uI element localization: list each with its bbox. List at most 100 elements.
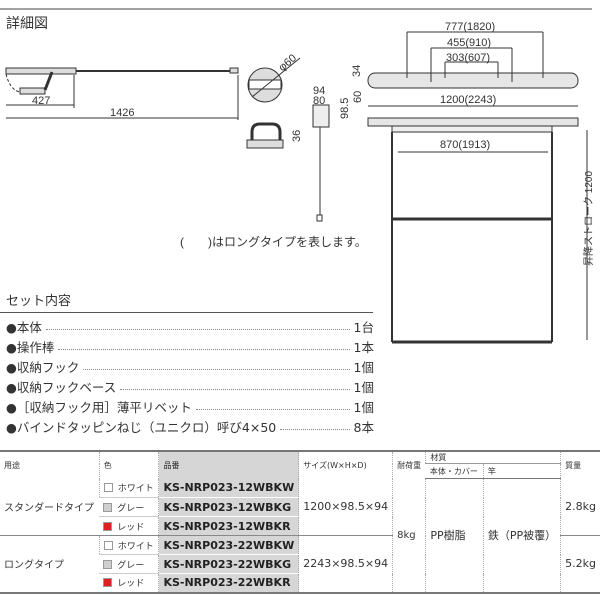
color-swatch [103,540,113,550]
color-swatch [103,502,113,512]
cell-use: スタンダードタイプ [0,478,100,536]
cell-weight: 5.2kg [560,535,600,593]
set-item-name: ●バインドタッピンねじ（ユニクロ）呼び4×50 [6,419,277,435]
dim-870: 870(1913) [440,139,490,151]
cell-size: 1200×98.5×94 [298,478,393,536]
dim-36: 36 [291,130,303,142]
dim-34: 34 [351,65,363,77]
set-item: ●収納フックベース 1個 [6,377,374,395]
color-label: レッド [117,522,145,533]
leader-dots [83,362,350,370]
leader-dots [280,422,350,430]
color-swatch [103,559,113,569]
long-type-note: ( )はロングタイプを表します。 [180,235,367,249]
side-view-figure: 94 80 34 60 98.5 [312,65,364,222]
front-view-lower [391,290,588,344]
top-view-figure: 777(1820) 455(910) 303(607) 1200(2243) [367,21,579,107]
cell-color: グレー [99,554,159,574]
color-swatch [103,483,113,493]
set-item-qty: 1本 [353,339,374,355]
leader-dots [120,382,350,390]
dim-1200: 1200(2243) [440,94,496,106]
cell-part-number: KS-NRP023-22WBKW [158,535,299,555]
detail-drawing: 詳細図 427 1426 φ60 36 94 80 34 60 98.5 ( )… [0,8,595,290]
header-weight: 質量 [560,451,600,479]
cell-color: グレー [99,497,159,517]
set-item-qty: 1個 [353,399,374,415]
leader-dots [58,342,350,350]
cell-color: ホワイト [98,535,159,555]
dim-303: 303(607) [446,52,490,64]
color-label: グレー [117,560,145,571]
cell-color: レッド [99,516,159,536]
table-row: グレー KS-NRP023-12WBKG [0,497,600,517]
set-item-name: ●操作棒 [6,339,55,355]
dim-427: 427 [32,95,50,107]
color-label: ホワイト [117,541,154,552]
header-part: 品番 [158,451,299,479]
cell-part-number: KS-NRP023-22WBKR [158,573,299,593]
cell-size: 2243×98.5×94 [298,535,393,593]
dim-455: 455(910) [447,37,491,49]
dim-phi60: φ60 [276,52,299,74]
dim-94: 94 [313,85,325,97]
color-label: ホワイト [117,484,154,495]
cell-rod-material: 鉄（PP被覆） [482,478,561,593]
set-item-name: ●［収納フック用］薄平リベット [6,399,192,415]
cell-use: ロングタイプ [0,535,100,593]
dim-80: 80 [313,95,325,107]
dim-stroke: 昇降ストローク 1200 [582,171,595,266]
set-item-qty: 8本 [353,419,374,435]
table-header-row: 用途 色 品番 サイズ(W×H×D) 耐荷重 材質 質量 [0,451,600,479]
header-material: 材質 [425,451,561,464]
cell-part-number: KS-NRP023-12WBKR [158,516,299,536]
front-view-figure: 870(1913) 昇降ストローク 1200 [367,117,595,290]
leader-dots [45,322,350,330]
table-row: グレー KS-NRP023-22WBKG [0,554,600,574]
header-color: 色 [98,451,159,479]
set-item-qty: 1個 [353,359,374,375]
set-item: ●バインドタッピンねじ（ユニクロ）呼び4×50 8本 [6,417,374,435]
set-item-name: ●本体 [6,319,42,335]
table-row: レッド KS-NRP023-12WBKR [0,516,600,536]
set-item: ●本体 1台 [6,317,374,335]
table-row: レッド KS-NRP023-22WBKR [0,573,600,593]
header-body: 本体・カバー [425,463,484,479]
set-item-name: ●収納フック [6,359,80,375]
color-label: レッド [117,579,145,590]
drawing-title: 詳細図 [6,15,48,31]
dim-98-5: 98.5 [339,98,351,119]
table-subheader-row: 本体・カバー 竿 [0,463,600,479]
dim-1426: 1426 [110,107,134,119]
dim-60: 60 [352,91,364,103]
set-item-name: ●収納フックベース [6,379,117,395]
cell-part-number: KS-NRP023-22WBKG [158,554,299,574]
cell-part-number: KS-NRP023-12WBKG [158,497,299,517]
cell-color: ホワイト [98,478,159,498]
set-item-qty: 1個 [353,379,374,395]
header-load: 耐荷重 [392,451,426,479]
header-use: 用途 [4,460,20,470]
set-item: ●操作棒 1本 [6,337,374,355]
spec-table: 用途 色 品番 サイズ(W×H×D) 耐荷重 材質 質量 本体・カバー 竿 スタ… [0,450,600,594]
set-contents-title: セット内容 [6,294,72,309]
set-item: ●［収納フック用］薄平リベット 1個 [6,397,374,415]
cell-load: 8kg [392,478,426,593]
operating-rod-figure: 427 1426 [5,67,239,120]
header-size: サイズ(W×H×D) [298,451,393,479]
set-item: ●収納フック 1個 [6,357,374,375]
cell-weight: 2.8kg [560,478,600,536]
dim-777: 777(1820) [445,21,495,33]
color-swatch [103,578,113,588]
divider [0,312,373,313]
color-label: グレー [117,503,145,514]
leader-dots [195,402,350,410]
cell-part-number: KS-NRP023-12WBKW [158,478,299,498]
color-swatch [103,521,113,531]
cell-color: レッド [99,573,159,593]
cell-body-material: PP樹脂 [425,478,484,593]
set-item-qty: 1台 [353,319,374,335]
header-rod: 竿 [482,463,561,479]
